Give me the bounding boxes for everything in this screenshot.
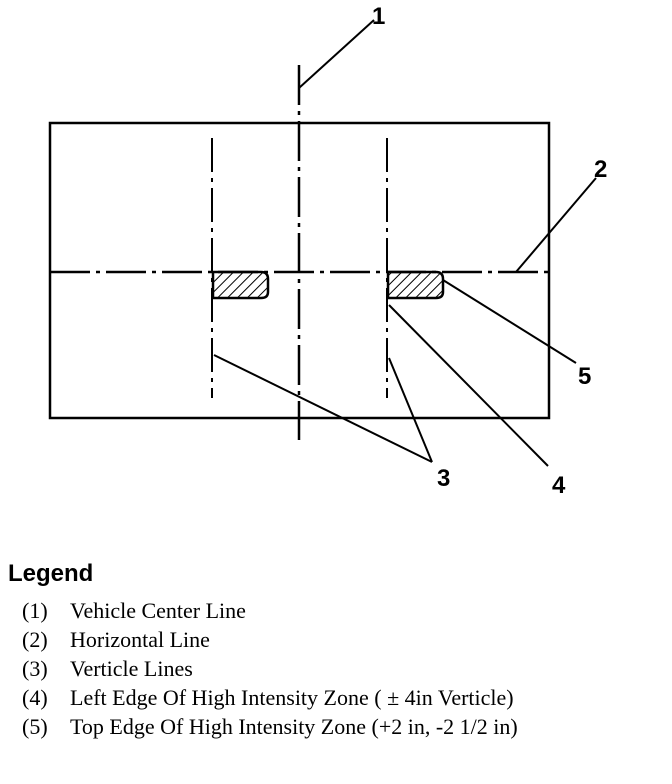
callout-2: 2 xyxy=(594,156,607,183)
legend-item-number: (2) xyxy=(22,627,48,652)
legend-item: (4) Left Edge Of High Intensity Zone ( ±… xyxy=(22,683,668,712)
callout-1: 1 xyxy=(372,3,385,30)
high-intensity-zone-left xyxy=(211,270,270,300)
legend-item-text: Vehicle Center Line xyxy=(70,598,246,623)
legend-list: (1) Vehicle Center Line (2) Horizontal L… xyxy=(8,596,668,741)
legend-item-text: Left Edge Of High Intensity Zone ( ± 4in… xyxy=(70,685,514,710)
leader-line-3b xyxy=(388,357,433,463)
leader-line-3a xyxy=(213,354,433,463)
legend-item-number: (4) xyxy=(22,685,48,710)
high-intensity-zone-right xyxy=(386,270,445,300)
legend-item-number: (1) xyxy=(22,598,48,623)
legend: Legend (1) Vehicle Center Line (2) Horiz… xyxy=(8,560,668,741)
legend-item-number: (3) xyxy=(22,656,48,681)
legend-item: (2) Horizontal Line xyxy=(22,625,668,654)
legend-item: (3) Verticle Lines xyxy=(22,654,668,683)
leader-line-5 xyxy=(442,279,577,364)
callout-3: 3 xyxy=(437,465,450,492)
legend-item-text: Horizontal Line xyxy=(70,627,210,652)
legend-item-text: Top Edge Of High Intensity Zone (+2 in, … xyxy=(70,714,518,739)
legend-item-text: Verticle Lines xyxy=(70,656,193,681)
leader-line-4 xyxy=(388,304,549,467)
headlamp-aim-diagram: 1 2 3 4 5 xyxy=(48,3,607,499)
leader-line-1 xyxy=(298,19,375,89)
callout-5: 5 xyxy=(578,363,591,390)
legend-item-number: (5) xyxy=(22,714,48,739)
legend-title: Legend xyxy=(8,560,94,587)
legend-item: (5) Top Edge Of High Intensity Zone (+2 … xyxy=(22,712,668,741)
callout-4: 4 xyxy=(552,472,566,499)
leader-line-2 xyxy=(515,177,597,273)
legend-item: (1) Vehicle Center Line xyxy=(22,596,668,625)
